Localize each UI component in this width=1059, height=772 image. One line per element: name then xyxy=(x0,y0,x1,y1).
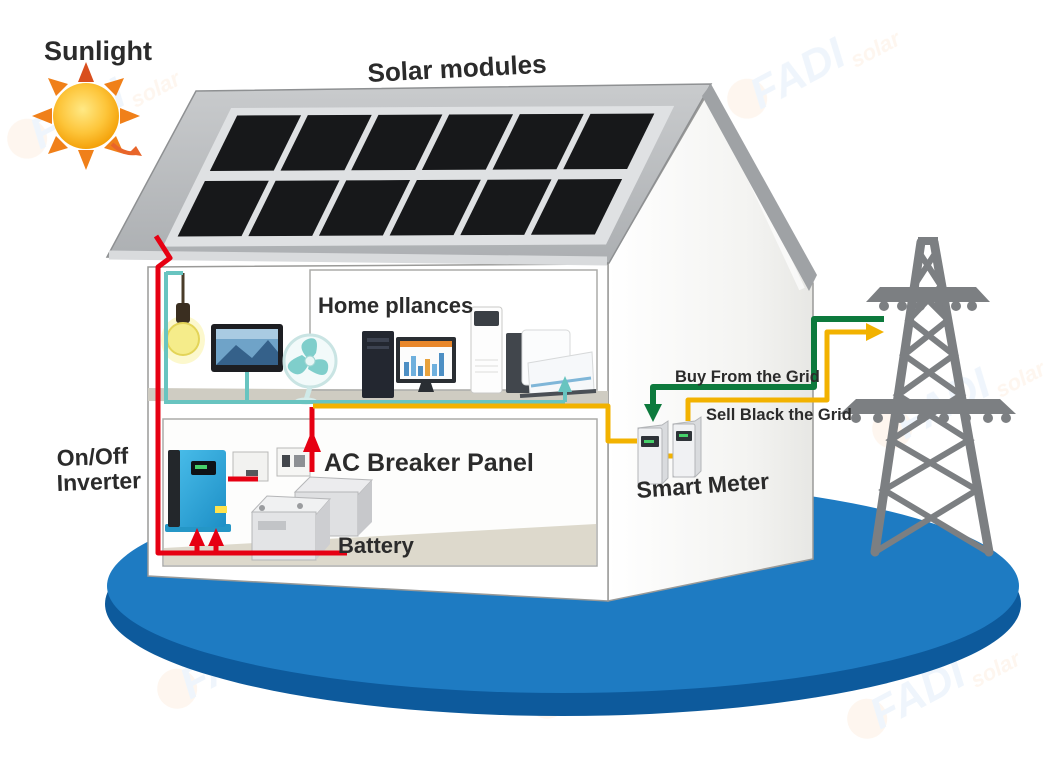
green-arrow-down xyxy=(644,404,662,422)
grid-wiring-green xyxy=(650,316,884,410)
sun xyxy=(32,62,142,170)
teal-wire-main xyxy=(164,272,565,404)
breaker-box-1 xyxy=(232,451,269,482)
battery-unit-front xyxy=(250,495,332,561)
power-tower xyxy=(840,237,1016,557)
split-ac-set xyxy=(506,329,597,398)
smart-meters xyxy=(637,416,702,485)
battery-terminal xyxy=(297,503,303,509)
solar-panel xyxy=(351,114,443,171)
tower-vent xyxy=(367,338,389,342)
computer xyxy=(362,331,456,398)
labels: Sunlight Solar modules Home pllances AC … xyxy=(44,36,852,558)
solar-array xyxy=(162,105,675,247)
solar-panel xyxy=(248,180,340,237)
split-unit-stripe xyxy=(530,376,592,388)
label-buy-from-grid: Buy From the Grid xyxy=(675,368,820,386)
roof-right-rake xyxy=(702,84,817,291)
label-inverter-line2: Inverter xyxy=(56,467,141,496)
watermark-brand: FADI xyxy=(742,28,854,119)
inverter-side-vent xyxy=(168,450,180,527)
monitor-stand xyxy=(418,383,434,392)
tower-vent xyxy=(367,346,389,349)
watermark-blob xyxy=(7,118,48,159)
teal-arrow-up xyxy=(558,376,572,392)
solar-panel xyxy=(177,180,269,237)
label-sunlight: Sunlight xyxy=(44,36,152,66)
roof-eave-strip xyxy=(108,250,608,266)
battery-side xyxy=(358,480,372,536)
watermark-sub: solar xyxy=(991,355,1050,402)
tower-lower-arm xyxy=(840,399,1016,414)
label-ac-breaker-panel: AC Breaker Panel xyxy=(324,449,534,477)
solar-panel xyxy=(530,179,623,235)
solar-panel xyxy=(389,179,481,236)
green-wire-buy-from-grid xyxy=(650,316,884,410)
home-appliances xyxy=(161,273,597,405)
label-battery: Battery xyxy=(338,533,415,558)
solar-panel xyxy=(421,114,514,170)
tower-upper-insulators xyxy=(879,301,977,311)
ac-base-line xyxy=(519,389,597,398)
label-home-appliances: Home pllances xyxy=(318,293,473,318)
floor-ac-unit xyxy=(470,306,503,394)
watermark-blob xyxy=(847,698,888,739)
solar-panel xyxy=(492,113,584,170)
light-bulb-icon xyxy=(166,322,200,356)
watermark-blob xyxy=(727,78,768,119)
label-inverter-line1: On/Off xyxy=(56,443,129,471)
red-arrow-up xyxy=(189,528,205,546)
meter-2 xyxy=(672,416,702,478)
battery-side xyxy=(316,499,330,560)
red-arrow-up xyxy=(208,528,224,546)
screen-header-bar xyxy=(400,341,452,347)
solar-panel xyxy=(563,113,655,170)
breaker-switch xyxy=(294,455,305,467)
meter-1 xyxy=(637,420,669,485)
tv-sky xyxy=(216,329,278,339)
watermark-sub: solar xyxy=(846,25,905,72)
tv xyxy=(211,324,283,372)
lamp-socket xyxy=(176,303,190,323)
battery-label xyxy=(258,521,286,530)
red-arrow-up xyxy=(303,430,321,452)
meter-readout xyxy=(679,434,688,437)
tv-mountains xyxy=(216,340,278,365)
floor-ac-vent xyxy=(474,311,499,326)
label-sell-back-grid: Sell Black the Grid xyxy=(706,406,852,424)
fan-hub xyxy=(304,355,316,367)
ac-wiring-teal xyxy=(164,271,567,404)
breaker-box-2 xyxy=(276,447,311,477)
screen-chart-bars xyxy=(404,353,444,376)
label-solar-modules: Solar modules xyxy=(367,49,547,88)
tower-lower-insulators xyxy=(851,413,1011,423)
battery-terminal xyxy=(259,505,265,511)
inverter-label xyxy=(215,506,227,513)
appliance-room-outline xyxy=(309,269,598,391)
breaker-switch xyxy=(282,455,290,467)
sun-ray-arrowhead xyxy=(128,146,142,156)
yellow-wire-sell-to-grid xyxy=(685,329,872,421)
meter-readout xyxy=(644,440,654,443)
wiring xyxy=(153,234,884,556)
inverter-display-readout xyxy=(195,465,207,469)
inverter xyxy=(165,450,231,532)
watermark-blob xyxy=(157,668,198,709)
solar-panels xyxy=(177,113,655,237)
yellow-wire-house-to-meter xyxy=(313,403,637,444)
red-wire-pv-to-battery xyxy=(153,234,347,556)
solar-panel xyxy=(209,115,302,171)
breaker-boxes xyxy=(232,447,311,482)
watermark-sub: solar xyxy=(126,65,185,112)
sun-disc xyxy=(53,83,119,149)
solar-panel xyxy=(280,114,372,171)
tower-upper-arm xyxy=(866,287,990,302)
solar-panel xyxy=(318,180,411,236)
solar-panel xyxy=(460,179,552,236)
fan xyxy=(282,333,338,405)
yellow-arrow-right xyxy=(866,323,884,341)
breaker-box-1-slot xyxy=(246,470,258,476)
